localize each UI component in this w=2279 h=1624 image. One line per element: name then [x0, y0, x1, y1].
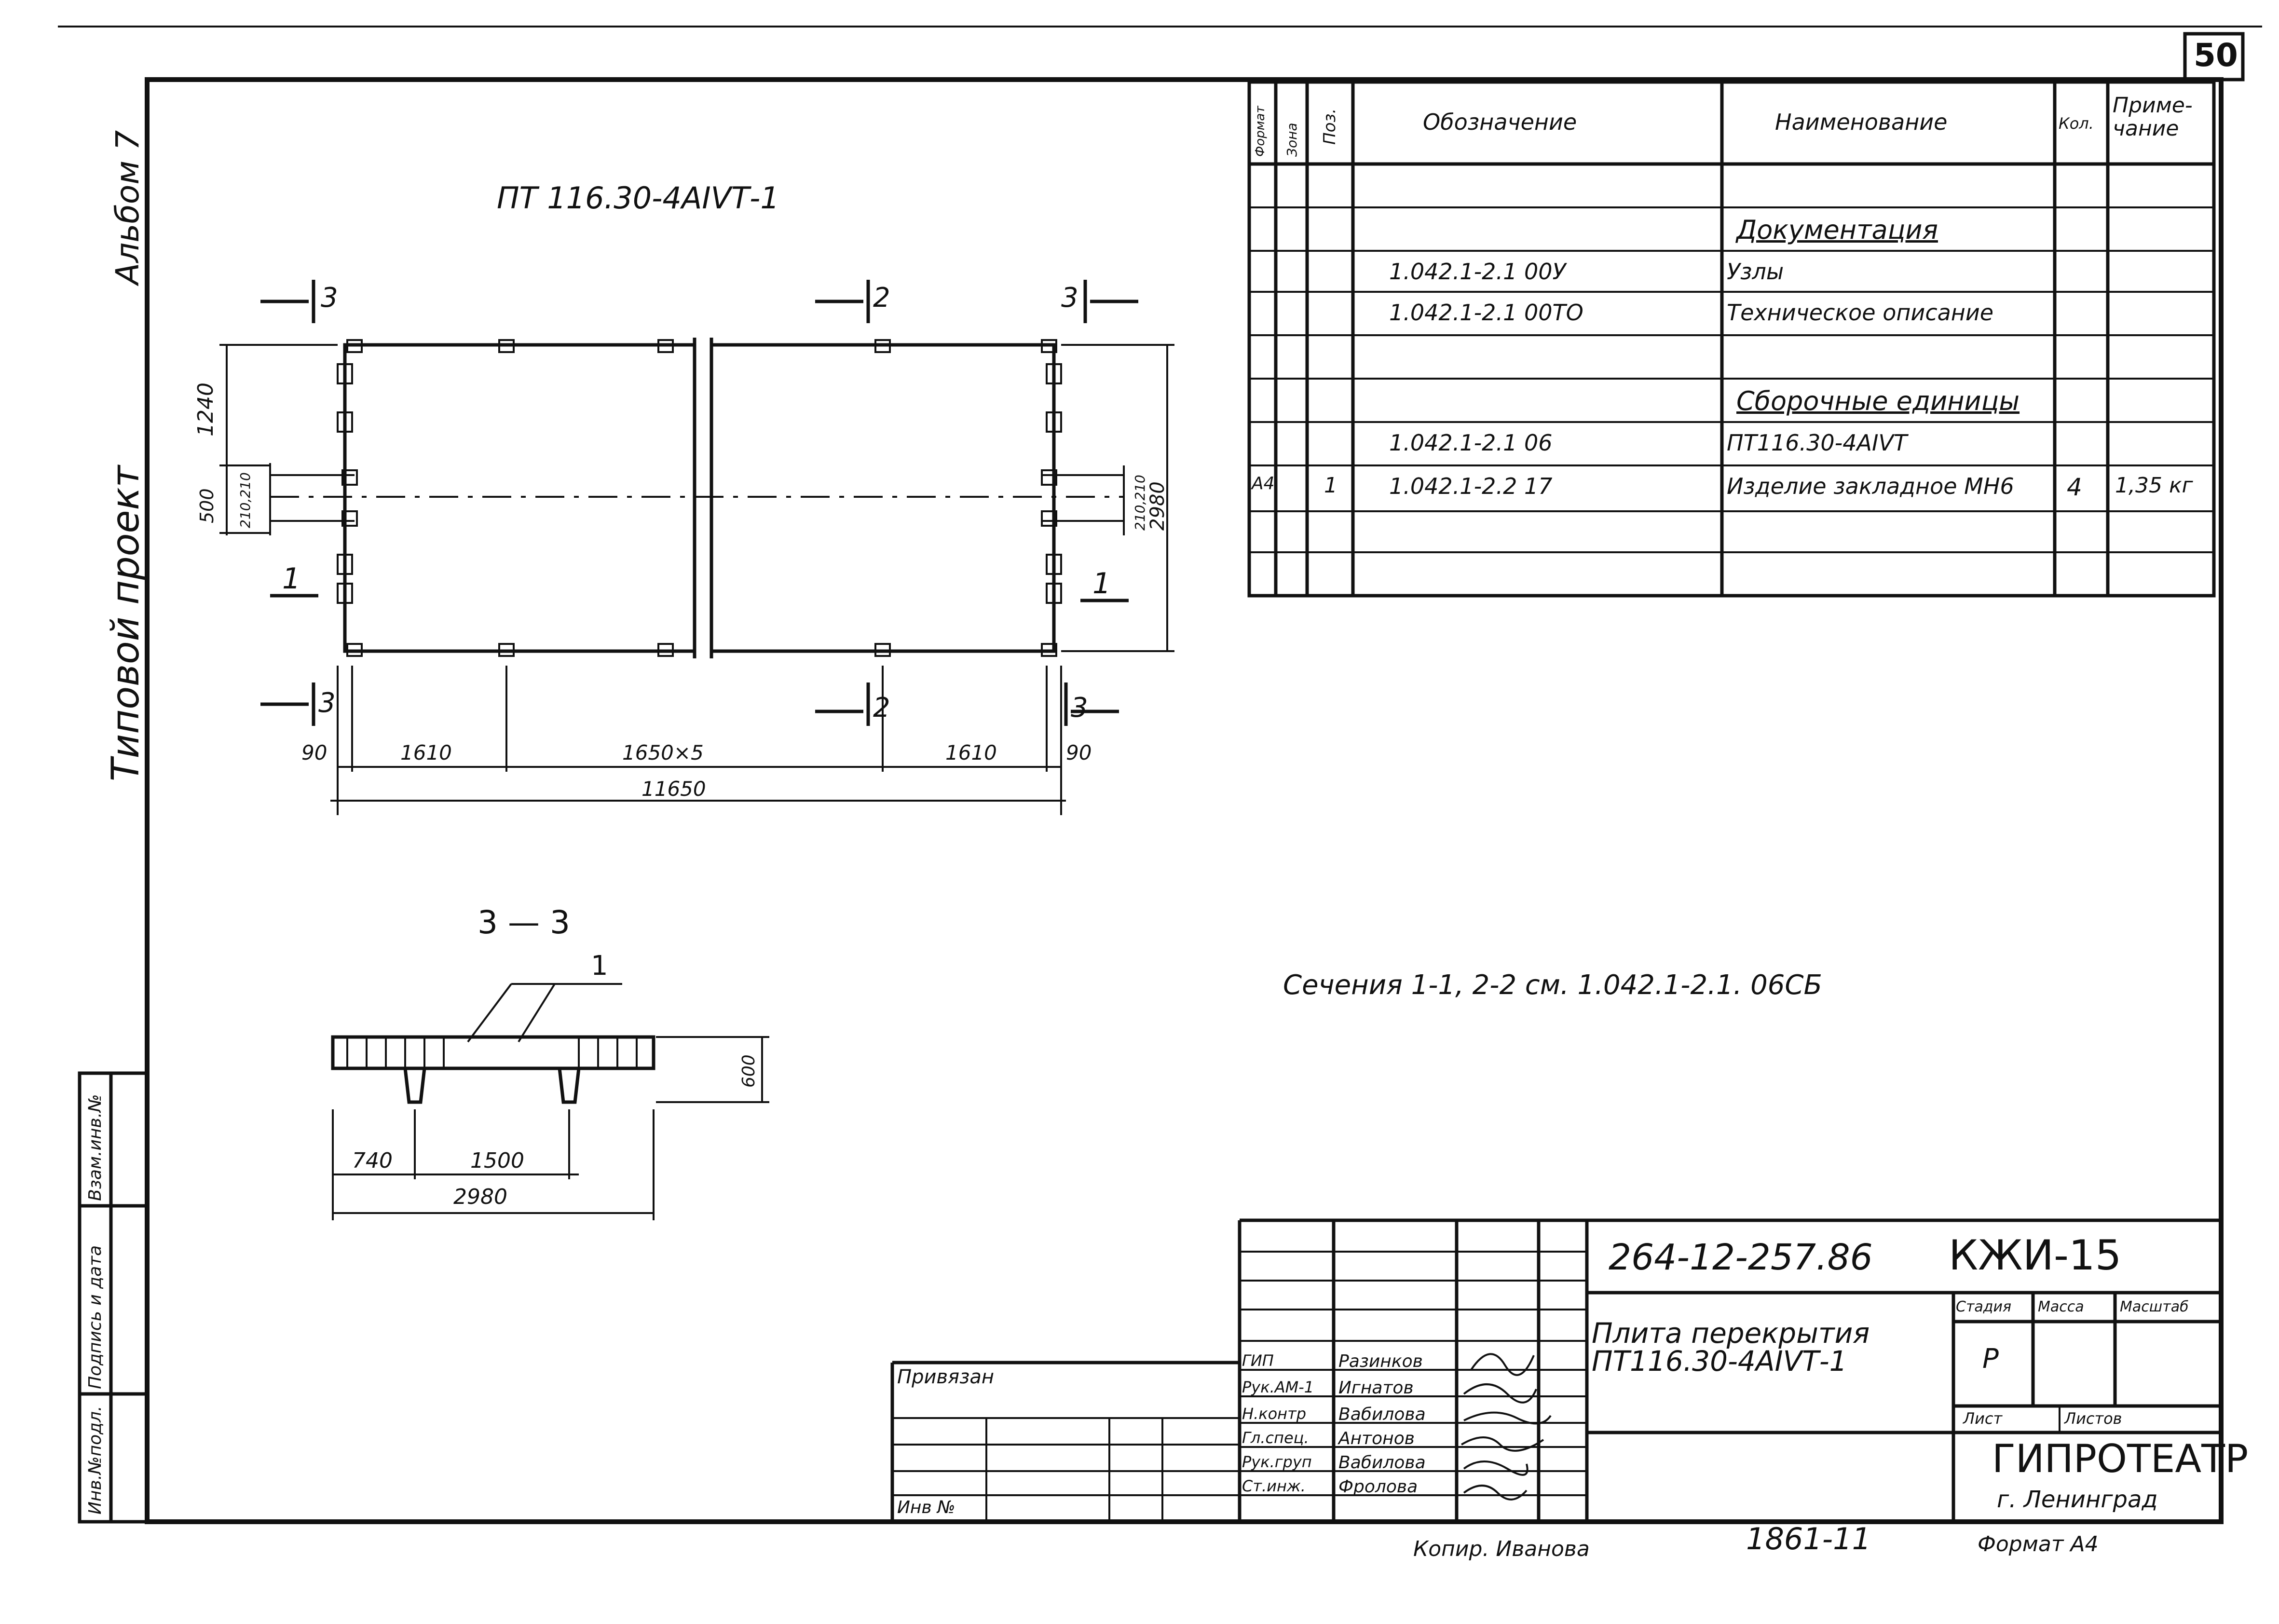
section-mark-2-top: 2 — [873, 282, 890, 314]
section-mark-3-bottom-right: 3 — [1071, 692, 1088, 723]
dim-1650x5: 1650×5 — [622, 741, 704, 764]
sheet-label: Лист — [1963, 1409, 2003, 1428]
stamp-vzam-inv: Взам.инв.№ — [85, 1094, 105, 1201]
spec-cell-pos: 1 — [1324, 473, 1337, 498]
bound-label: Привязан — [897, 1366, 995, 1388]
drawing-name: Плита перекрытия ПТ116.30-4АIVТ-1 — [1592, 1317, 1870, 1378]
plan-view — [219, 280, 1174, 815]
format-label: Формат А4 — [1978, 1532, 2099, 1556]
spec-cell-designation: 1.042.1-2.1 00ТО — [1389, 300, 1583, 326]
dim-11650: 11650 — [641, 777, 706, 801]
dim-2980-plan: 2980 — [1146, 481, 1169, 531]
spec-cell-designation: 1.042.1-2.2 17 — [1389, 473, 1553, 499]
copied-by: Копир. Иванова — [1413, 1537, 1590, 1561]
spec-cell-name: Техническое описание — [1727, 300, 1994, 326]
section-33-view — [331, 983, 769, 1220]
project-code: 264-12-257.86 — [1609, 1237, 1873, 1278]
dim-600: 600 — [739, 1054, 759, 1088]
spec-cell-designation: 1.042.1-2.1 06 — [1389, 430, 1553, 456]
staff-role: Ст.инж. — [1242, 1477, 1306, 1495]
staff-role: Рук.груп — [1242, 1453, 1312, 1471]
dim-210-right: 210,210 — [1132, 475, 1148, 531]
dim-210-left: 210,210 — [237, 472, 253, 528]
stage-label: Стадия — [1956, 1298, 2012, 1315]
staff-name: Антонов — [1338, 1429, 1415, 1448]
spec-cell-qty: 4 — [2067, 473, 2082, 501]
hdr-pos: Поз. — [1320, 108, 1339, 145]
spec-cell-name: Узлы — [1727, 259, 1784, 285]
sections-note: Сечения 1-1, 2-2 см. 1.042.1-2.1. 06СБ — [1283, 969, 1822, 1001]
dim-1610-left: 1610 — [400, 741, 452, 764]
spec-table-grid — [1247, 80, 2216, 598]
dim-90-left: 90 — [301, 741, 328, 764]
spec-cell-name: Документация — [1736, 215, 1938, 245]
hdr-format: Формат — [1253, 106, 1268, 157]
dim-1500: 1500 — [470, 1148, 524, 1173]
hdr-zone: Зона — [1284, 123, 1300, 157]
staff-name: Вабилова — [1338, 1405, 1426, 1424]
left-stamp — [78, 1071, 149, 1524]
hdr-name: Наименование — [1775, 109, 1948, 135]
staff-role: ГИП — [1242, 1351, 1274, 1370]
staff-name: Разинков — [1338, 1351, 1423, 1371]
title-block-grid — [890, 1218, 2221, 1522]
section-mark-3-top-left: 3 — [321, 282, 338, 314]
stage-value: Р — [1982, 1343, 1999, 1375]
staff-role: Гл.спец. — [1242, 1429, 1309, 1447]
mass-label: Масса — [2038, 1298, 2084, 1315]
dim-90-right: 90 — [1066, 741, 1092, 764]
hdr-note: Приме-чание — [2113, 93, 2193, 141]
spec-cell-format: А4 — [1252, 474, 1275, 493]
drawing-title: ПТ 116.30-4АIVТ-1 — [497, 180, 779, 216]
sheet-code: КЖИ-15 — [1949, 1231, 2122, 1280]
section-mark-3-top-right: 3 — [1061, 282, 1078, 314]
sheet-number: 50 — [2194, 37, 2238, 74]
section-33-leader: 1 — [591, 950, 608, 982]
sheets-label: Листов — [2064, 1409, 2122, 1428]
dim-1240: 1240 — [193, 382, 218, 437]
spec-cell-designation: 1.042.1-2.1 00У — [1389, 259, 1566, 285]
sheet-number-box — [2183, 32, 2245, 82]
staff-name: Вабилова — [1338, 1453, 1426, 1473]
section-mark-1-right: 1 — [1092, 567, 1111, 600]
spec-cell-name: Изделие закладное МН6 — [1727, 473, 2014, 499]
spec-cell-name: Сборочные единицы — [1736, 386, 2020, 416]
spec-cell-name: ПТ116.30-4АIVТ — [1727, 430, 1908, 456]
city: г. Ленинград — [1997, 1486, 2158, 1513]
section-mark-1-left: 1 — [282, 562, 301, 596]
archive-number: 1861-11 — [1746, 1521, 1871, 1556]
staff-role: Н.контр — [1242, 1405, 1307, 1423]
inv-label: Инв № — [897, 1498, 955, 1517]
spec-cell-note: 1,35 кг — [2115, 473, 2193, 498]
stamp-inv-podl: Инв.№подл. — [85, 1406, 105, 1515]
organization: ГИПРОТЕАТР — [1992, 1436, 2249, 1481]
project-label: Типовой проект — [104, 465, 148, 781]
hdr-qty: Кол. — [2059, 114, 2094, 133]
staff-role: Рук.АМ-1 — [1242, 1378, 1314, 1396]
staff-name: Фролова — [1338, 1477, 1418, 1497]
dim-1610-right: 1610 — [945, 741, 997, 764]
album-label: Альбом 7 — [109, 130, 146, 285]
dim-500: 500 — [196, 488, 218, 523]
section-mark-3-bottom-left: 3 — [318, 687, 336, 719]
stamp-signature-date: Подпись и дата — [85, 1245, 105, 1389]
dim-2980-section: 2980 — [453, 1185, 507, 1209]
scale-label: Масштаб — [2120, 1298, 2189, 1315]
staff-name: Игнатов — [1338, 1378, 1414, 1398]
frame-border — [145, 77, 2224, 1524]
section-mark-2-bottom: 2 — [873, 692, 890, 723]
hdr-designation: Обозначение — [1423, 109, 1577, 135]
dim-740: 740 — [352, 1148, 393, 1173]
section-33-title: 3 — 3 — [478, 904, 570, 941]
